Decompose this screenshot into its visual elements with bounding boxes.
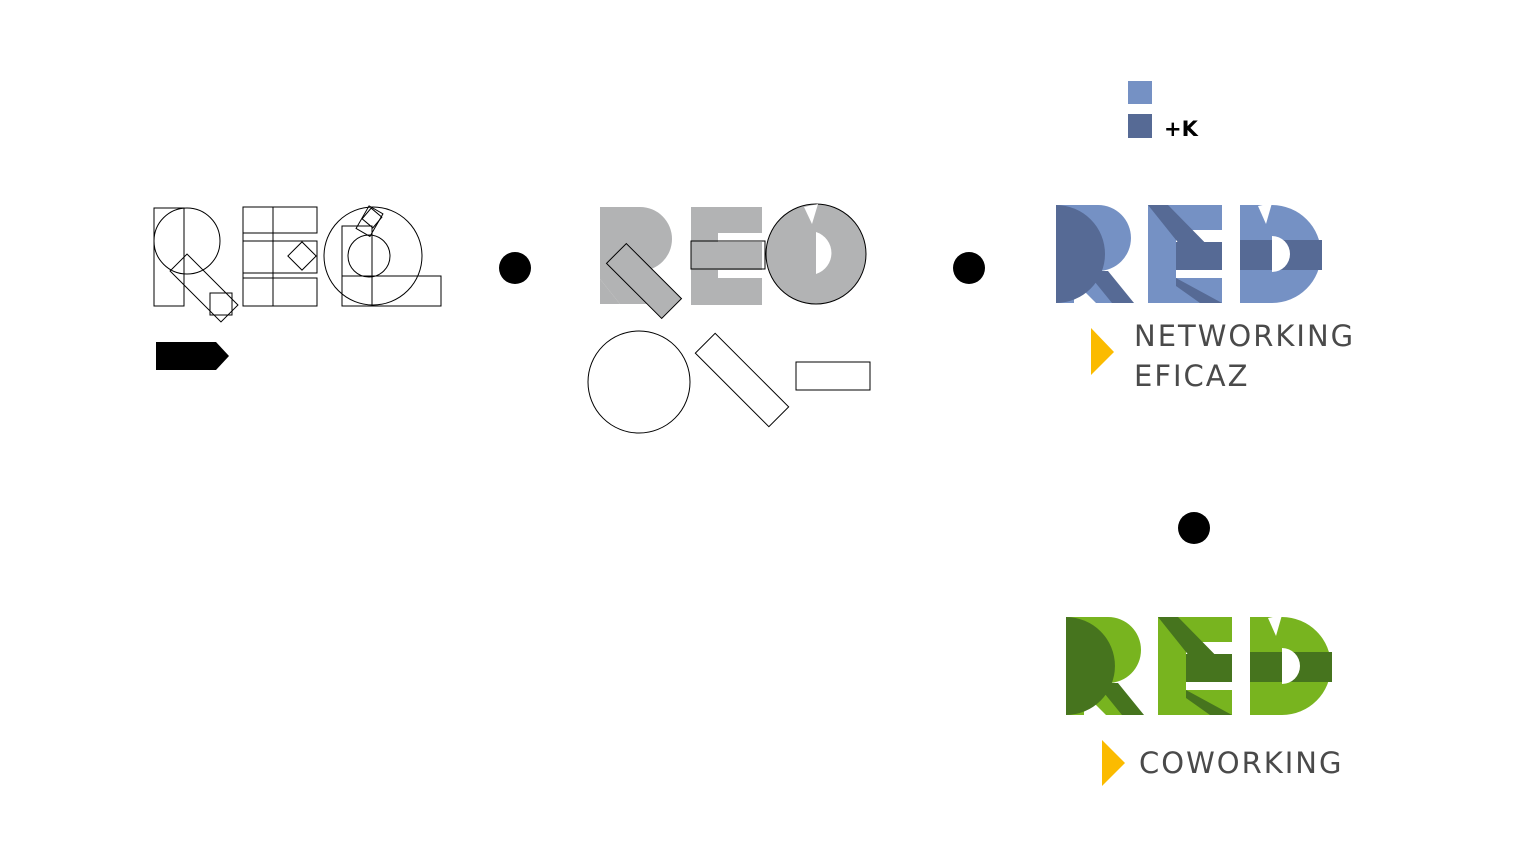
yellow-arrow-coworking: [1102, 740, 1125, 786]
bullet-dot-2: [953, 252, 985, 284]
swatch-dark-blue: [1128, 114, 1152, 138]
bullet-dot-1: [499, 252, 531, 284]
yellow-arrow-networking: [1091, 328, 1114, 375]
gray-logo: [600, 203, 867, 320]
networking-subtitle: EFICAZ: [1134, 359, 1250, 393]
swatch-light-blue: [1128, 81, 1152, 104]
green-red-logo: [1066, 615, 1332, 715]
wireframe-logo: [153, 205, 442, 323]
black-arrow-tag: [156, 342, 229, 370]
swatch-suffix-label: +K: [1164, 117, 1199, 141]
coworking-title: COWORKING: [1139, 746, 1343, 780]
bullet-dot-3: [1178, 512, 1210, 544]
blue-red-logo: [1056, 203, 1322, 303]
separated-primitives: [587, 330, 871, 434]
networking-title: NETWORKING: [1134, 319, 1355, 353]
